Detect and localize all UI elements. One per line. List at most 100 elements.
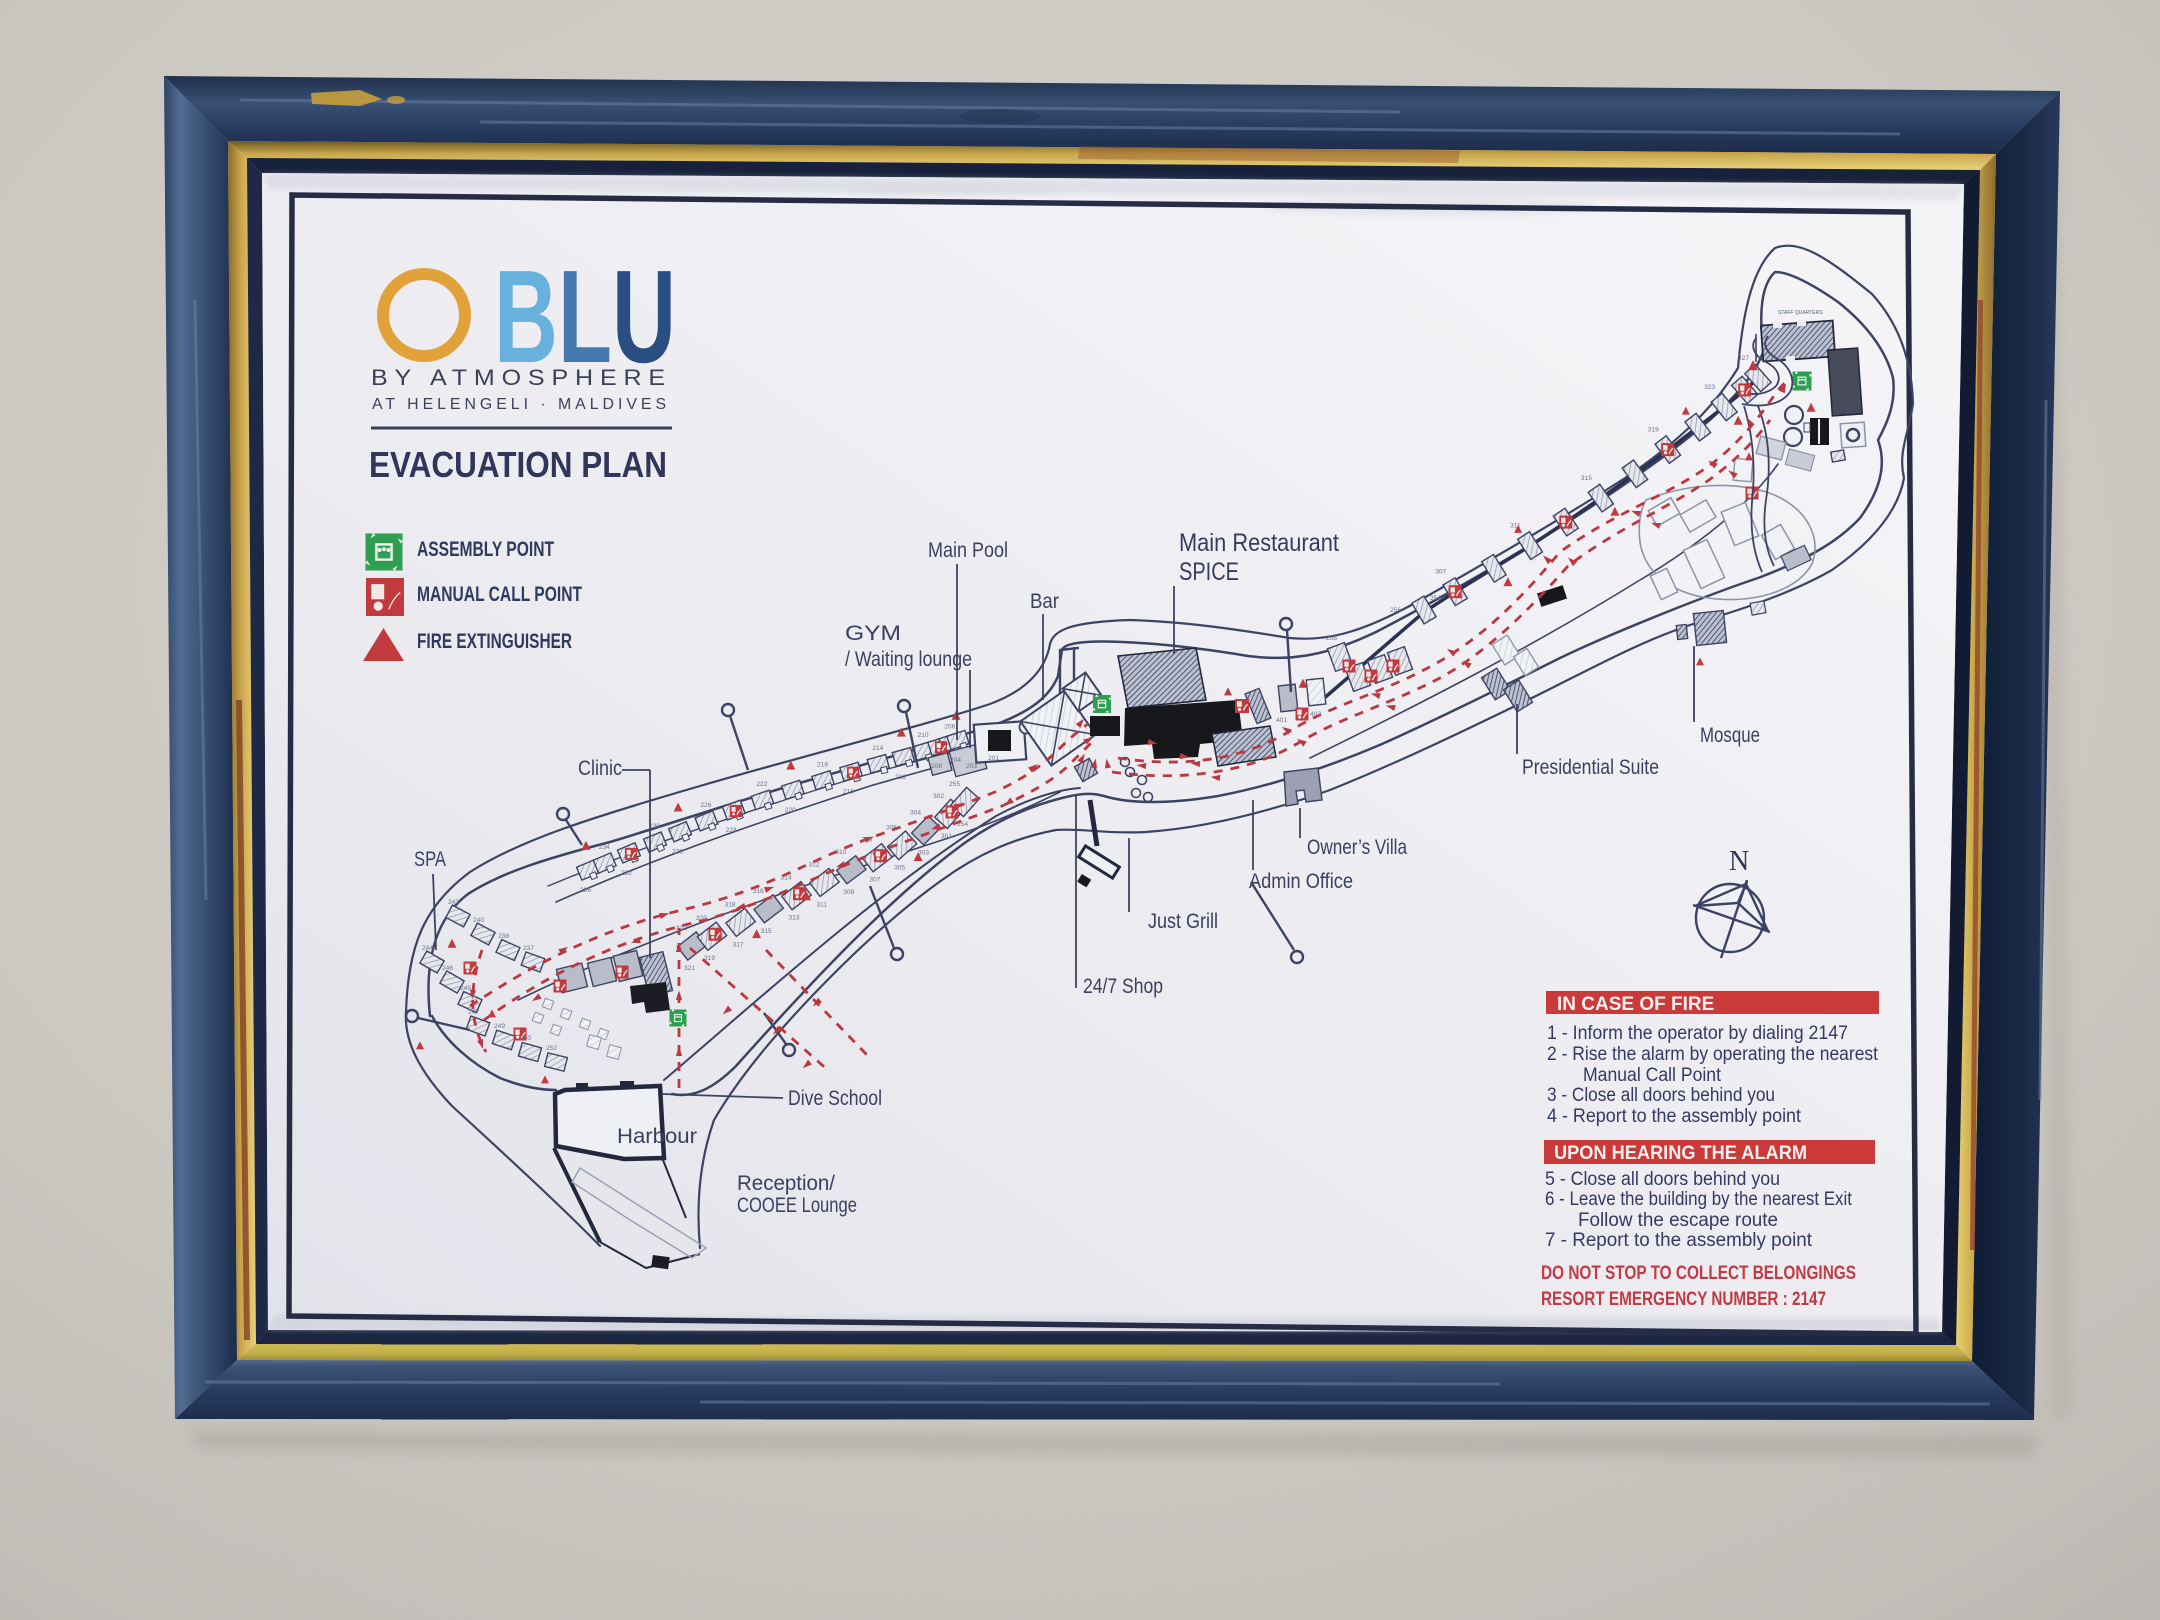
svg-text:401: 401	[1276, 717, 1287, 724]
svg-text:301: 301	[941, 833, 952, 840]
svg-text:315: 315	[761, 928, 772, 935]
svg-text:321: 321	[684, 965, 695, 972]
svg-text:Presidential Suite: Presidential Suite	[1522, 756, 1659, 779]
svg-text:/ Waiting lounge: / Waiting lounge	[845, 648, 972, 671]
svg-text:322: 322	[676, 925, 687, 932]
svg-text:222: 222	[756, 781, 767, 788]
svg-text:319: 319	[1648, 427, 1659, 434]
svg-text:247: 247	[468, 1009, 479, 1016]
svg-text:Bar: Bar	[1030, 590, 1059, 613]
svg-text:308: 308	[861, 837, 872, 844]
svg-text:5 - Close all doors behind you: 5 - Close all doors behind you	[1545, 1169, 1780, 1190]
svg-text:245: 245	[460, 985, 471, 992]
svg-text:Mosque: Mosque	[1700, 724, 1760, 747]
svg-text:Harbour: Harbour	[617, 1125, 697, 1148]
svg-text:402: 402	[1310, 711, 1321, 718]
svg-text:307: 307	[869, 877, 880, 884]
svg-text:SPA: SPA	[414, 848, 446, 871]
svg-text:3 - Close all doors behind you: 3 - Close all doors behind you	[1547, 1085, 1775, 1106]
svg-text:RESORT EMERGENCY NUMBER : 2147: RESORT EMERGENCY NUMBER : 2147	[1541, 1288, 1826, 1310]
svg-text:Just Grill: Just Grill	[1148, 910, 1218, 933]
svg-text:320: 320	[696, 915, 707, 922]
svg-text:224: 224	[726, 827, 737, 834]
svg-text:318: 318	[725, 901, 736, 908]
svg-text:237: 237	[523, 945, 534, 952]
svg-text:315: 315	[1581, 475, 1592, 482]
svg-text:1 - Inform the operator by di: 1 - Inform the operator by dialing 2147	[1547, 1023, 1848, 1044]
svg-text:206: 206	[944, 724, 955, 731]
svg-text:EVACUATION PLAN: EVACUATION PLAN	[369, 444, 667, 485]
svg-text:252: 252	[546, 1045, 557, 1052]
svg-text:316: 316	[753, 888, 764, 895]
svg-text:AT HELENGELI · MALDIVES: AT HELENGELI · MALDIVES	[372, 396, 670, 413]
svg-text:Follow the escape route: Follow the escape route	[1578, 1210, 1778, 1231]
svg-text:306: 306	[886, 824, 897, 831]
svg-text:COOEE Lounge: COOEE Lounge	[737, 1194, 857, 1217]
svg-text:220: 220	[785, 807, 796, 814]
svg-text:249: 249	[494, 1023, 505, 1030]
svg-text:214: 214	[872, 745, 883, 752]
svg-text:256: 256	[1390, 607, 1401, 614]
svg-text:258: 258	[1326, 635, 1337, 642]
svg-text:228: 228	[672, 849, 683, 856]
svg-text:Manual Call Point: Manual Call Point	[1583, 1065, 1722, 1086]
svg-text:Clinic: Clinic	[578, 757, 622, 780]
svg-text:218: 218	[817, 761, 828, 768]
svg-text:IN CASE OF FIRE: IN CASE OF FIRE	[1557, 994, 1714, 1015]
svg-text:204: 204	[950, 757, 961, 764]
svg-text:STAFF QUARTERS: STAFF QUARTERS	[1778, 310, 1823, 316]
svg-text:GYM: GYM	[845, 622, 901, 645]
svg-text:210: 210	[918, 732, 929, 739]
svg-text:BY ATMOSPHERE: BY ATMOSPHERE	[371, 365, 672, 390]
svg-text:Reception/: Reception/	[737, 1172, 835, 1195]
svg-text:305: 305	[894, 864, 905, 871]
svg-text:302: 302	[933, 793, 944, 800]
svg-text:238: 238	[498, 933, 509, 940]
svg-text:N: N	[1729, 846, 1749, 877]
svg-text:327: 327	[1738, 355, 1749, 362]
svg-text:312: 312	[809, 862, 820, 869]
svg-text:244: 244	[422, 945, 433, 952]
svg-text:UPON HEARING THE ALARM: UPON HEARING THE ALARM	[1554, 1143, 1807, 1164]
svg-text:232: 232	[621, 870, 632, 877]
svg-text:242: 242	[448, 899, 459, 906]
svg-text:254: 254	[1430, 595, 1441, 602]
svg-text:255: 255	[949, 781, 960, 788]
svg-text:250: 250	[520, 1035, 531, 1042]
svg-text:24/7 Shop: 24/7 Shop	[1083, 975, 1163, 998]
svg-text:254: 254	[957, 821, 968, 828]
svg-text:311: 311	[817, 902, 828, 909]
svg-text:Main Restaurant: Main Restaurant	[1179, 529, 1339, 557]
svg-text:6 - Leave the building by the: 6 - Leave the building by the nearest Ex…	[1545, 1189, 1853, 1210]
svg-text:BLU: BLU	[494, 243, 676, 390]
svg-text:234: 234	[599, 844, 610, 851]
svg-text:Admin Office: Admin Office	[1249, 870, 1353, 893]
svg-text:319: 319	[704, 955, 715, 962]
svg-text:303: 303	[918, 849, 929, 856]
svg-text:323: 323	[1704, 384, 1715, 391]
svg-text:309: 309	[843, 889, 854, 896]
svg-text:203: 203	[966, 763, 977, 770]
svg-text:ASSEMBLY POINT: ASSEMBLY POINT	[417, 538, 554, 561]
svg-text:4 - Report to the assembly poi: 4 - Report to the assembly point	[1547, 1106, 1802, 1127]
svg-text:230: 230	[649, 823, 660, 830]
svg-text:2 - Rise the alarm by operatin: 2 - Rise the alarm by operating the near…	[1547, 1044, 1879, 1065]
svg-text:317: 317	[733, 941, 744, 948]
svg-text:Main Pool: Main Pool	[928, 539, 1008, 562]
svg-text:212: 212	[895, 774, 906, 781]
svg-text:314: 314	[781, 875, 792, 882]
svg-text:FIRE EXTINGUISHER: FIRE EXTINGUISHER	[417, 630, 572, 653]
svg-text:240: 240	[473, 917, 484, 924]
svg-text:246: 246	[442, 965, 453, 972]
svg-text:DO NOT STOP TO COLLECT BELONGI: DO NOT STOP TO COLLECT BELONGINGS	[1541, 1262, 1856, 1284]
svg-text:SPICE: SPICE	[1179, 558, 1239, 586]
svg-text:7 - Report to the assembly poi: 7 - Report to the assembly point	[1545, 1230, 1813, 1251]
svg-text:311: 311	[1510, 523, 1521, 530]
svg-text:216: 216	[843, 789, 854, 796]
svg-text:313: 313	[789, 915, 800, 922]
svg-text:226: 226	[700, 802, 711, 809]
svg-text:236: 236	[580, 887, 591, 894]
svg-text:310: 310	[835, 849, 846, 856]
svg-text:Dive School: Dive School	[788, 1087, 882, 1110]
svg-text:208: 208	[931, 763, 942, 770]
